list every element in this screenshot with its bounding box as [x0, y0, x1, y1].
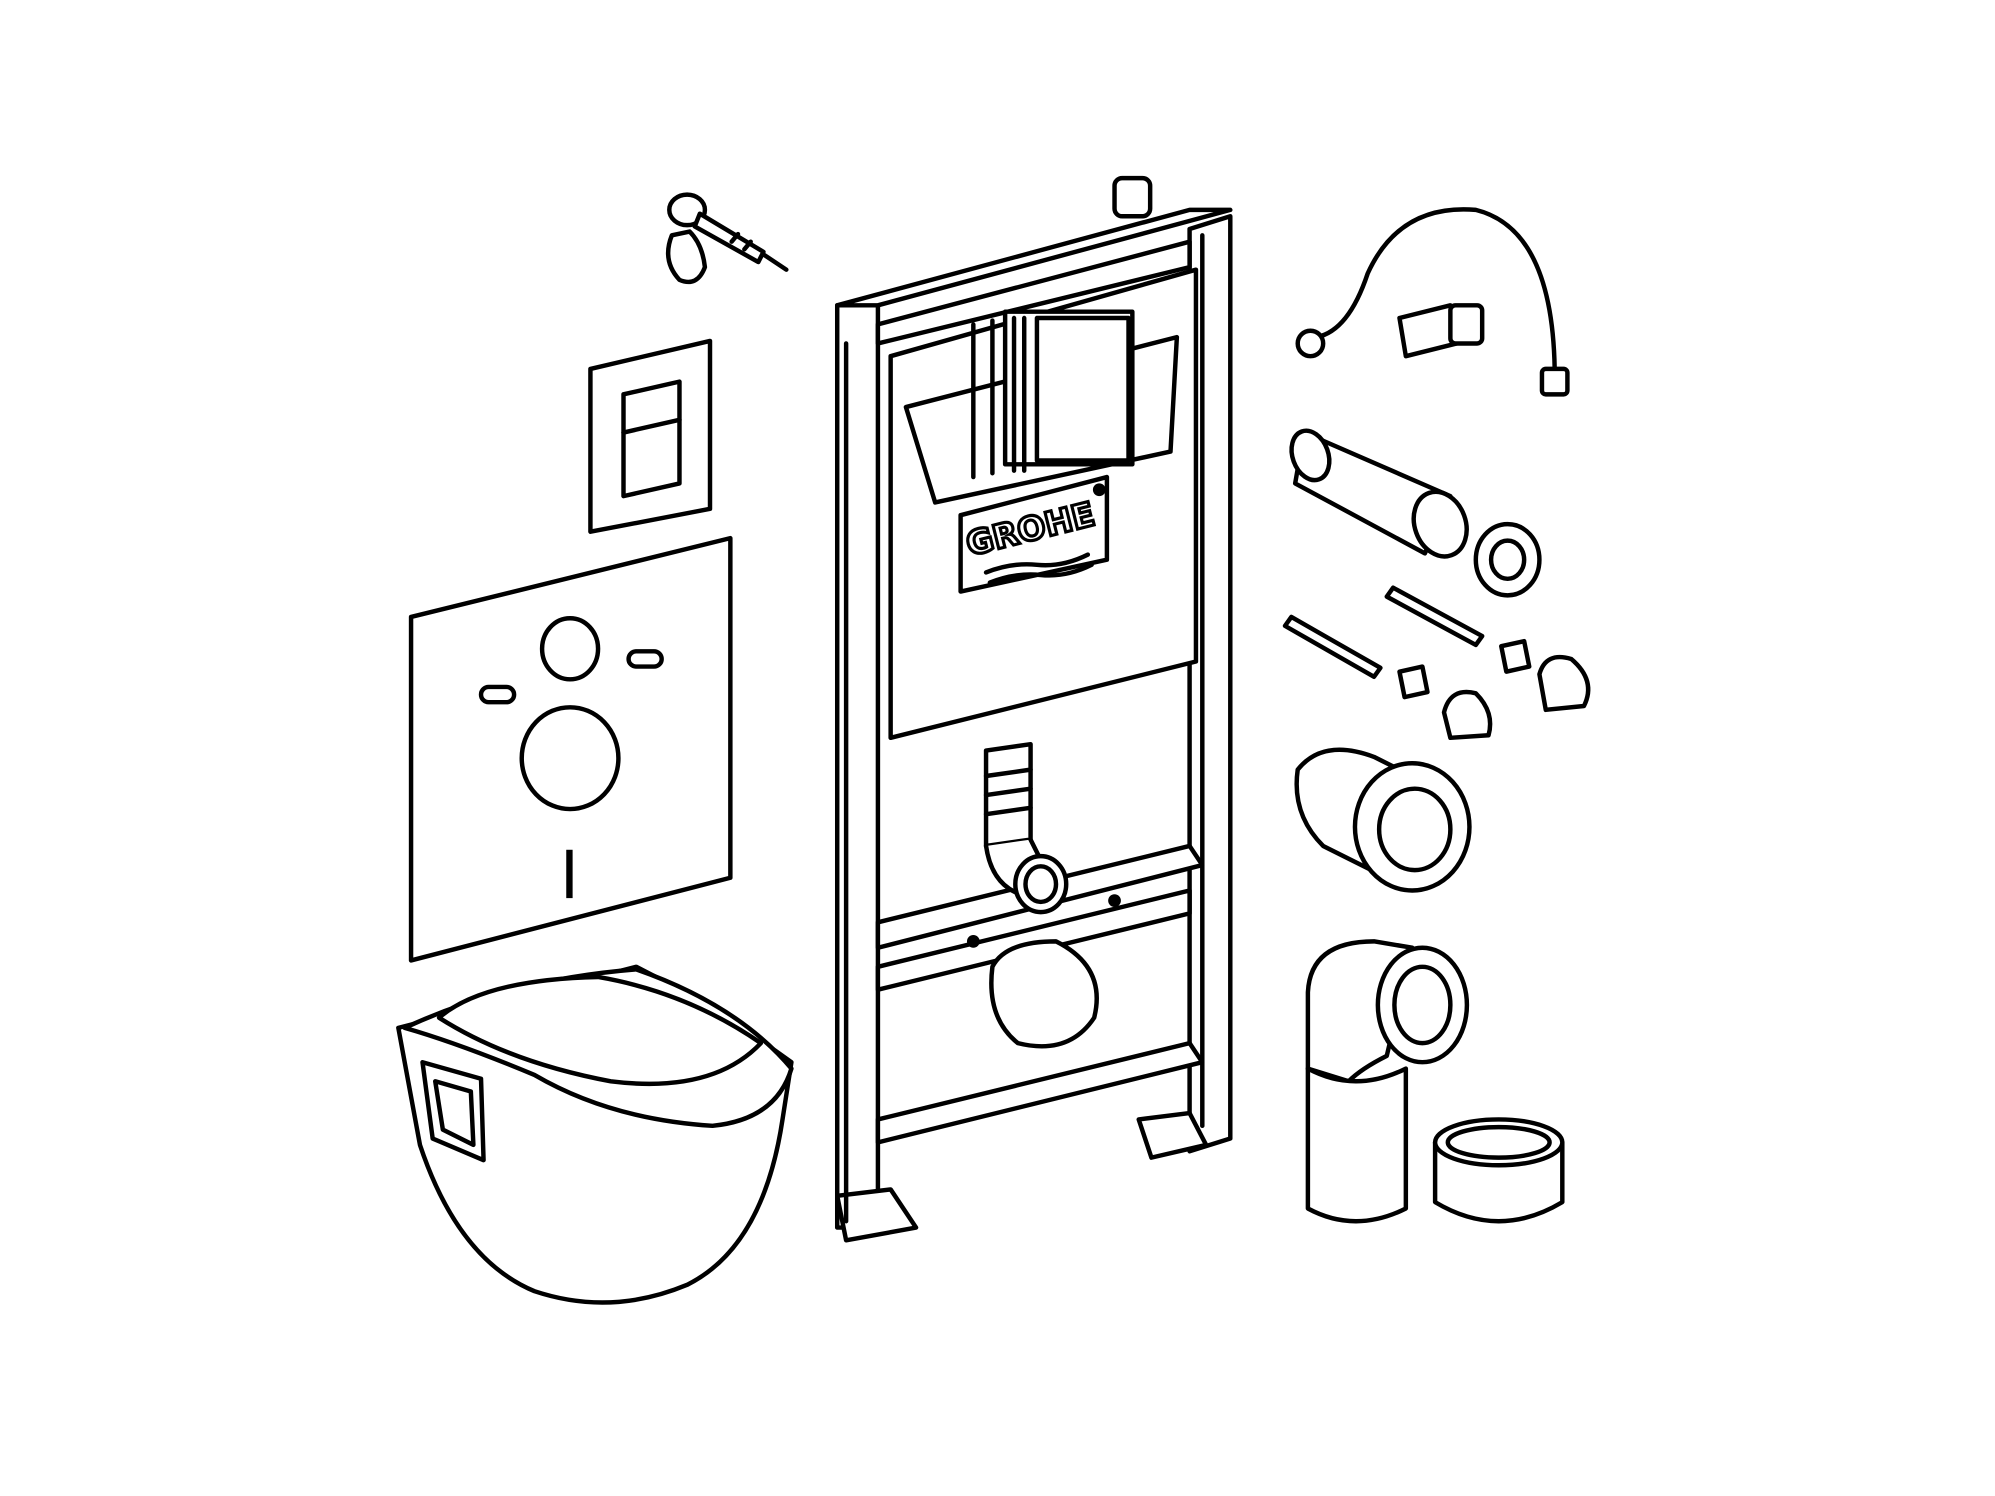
sound-insulation-mat	[408, 535, 733, 963]
wall-bracket-anchor	[665, 192, 789, 285]
end-cap	[1432, 1117, 1565, 1224]
drain-elbow	[1305, 939, 1470, 1224]
connection-pipe	[1289, 428, 1542, 598]
flexible-supply-hose	[1295, 207, 1570, 397]
wall-hung-toilet	[396, 964, 794, 1305]
frame-drain-pipe	[983, 741, 1099, 1049]
pan-connector	[1294, 747, 1472, 893]
flush-plate	[588, 338, 713, 534]
cistern: GROHE	[888, 267, 1199, 741]
fixing-bolts-and-caps	[1282, 585, 1591, 741]
